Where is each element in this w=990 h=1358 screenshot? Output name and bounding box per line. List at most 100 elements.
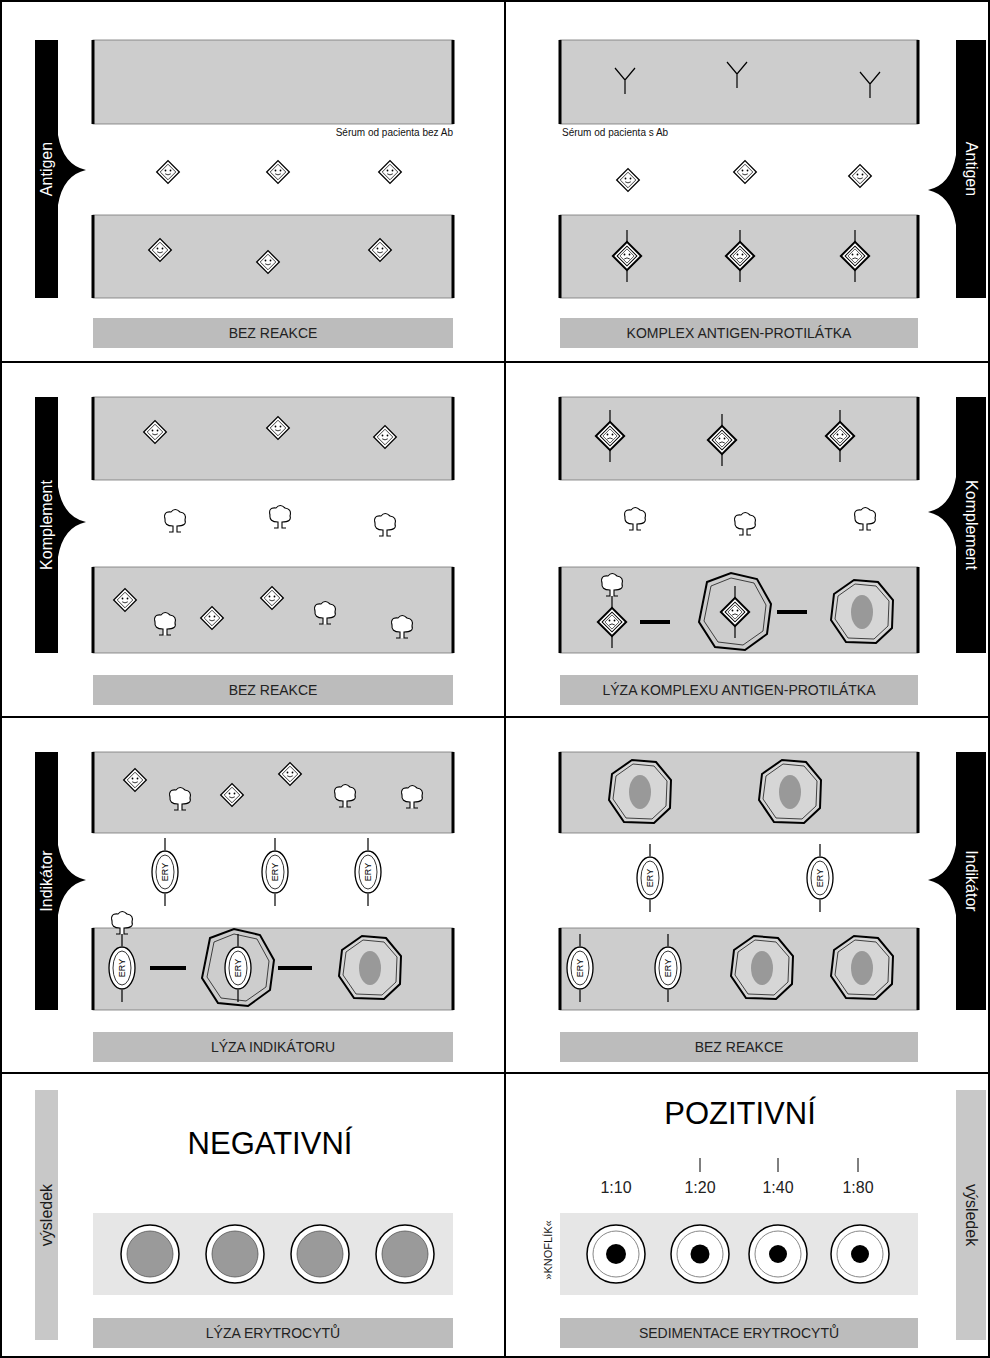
illustration-part bbox=[596, 410, 624, 462]
erythrocyte-inner bbox=[811, 861, 829, 895]
erythrocyte-membrane bbox=[567, 947, 593, 989]
erythrocyte: ERY bbox=[108, 946, 136, 990]
illustration-part bbox=[376, 1225, 434, 1283]
illustration-part bbox=[640, 612, 807, 622]
caption-bar: KOMPLEX ANTIGEN-PROTILÁTKA bbox=[560, 318, 918, 348]
illustration-part bbox=[93, 397, 453, 480]
node-text: ERY bbox=[664, 959, 673, 977]
node-text: Indikátor bbox=[39, 850, 55, 911]
dilution-label: 1:10 bbox=[600, 1180, 631, 1196]
result-heading: NEGATIVNÍ bbox=[188, 1128, 353, 1159]
node-text: KOMPLEX ANTIGEN-PROTILÁTKA bbox=[627, 326, 852, 340]
erythrocyte-membrane bbox=[225, 947, 251, 989]
illustration-part bbox=[257, 251, 280, 274]
note-label: Sérum od pacienta bez Ab bbox=[336, 128, 453, 138]
reagent-tab: Antigen bbox=[35, 40, 58, 298]
illustration-part bbox=[122, 838, 820, 1002]
illustration-part bbox=[261, 587, 284, 610]
erythrocyte-inner bbox=[113, 951, 131, 985]
node-text: ERY bbox=[646, 869, 655, 887]
illustration-part bbox=[165, 510, 186, 533]
caption-bar: LÝZA KOMPLEXU ANTIGEN-PROTILÁTKA bbox=[560, 675, 918, 705]
illustration-part bbox=[560, 567, 918, 653]
erythrocyte-inner bbox=[359, 855, 377, 889]
erythrocyte-inner bbox=[571, 951, 589, 985]
illustration-part bbox=[58, 135, 86, 205]
illustration-part bbox=[860, 72, 880, 98]
illustration-part bbox=[155, 613, 176, 636]
node-text: Komplement bbox=[39, 480, 55, 570]
erythrocyte-membrane bbox=[152, 851, 178, 893]
illustration-part bbox=[93, 752, 453, 833]
illustration-part bbox=[609, 760, 671, 823]
caption-bar: LÝZA ERYTROCYTŮ bbox=[93, 1318, 453, 1348]
illustration-part bbox=[93, 1213, 453, 1295]
illustration-part bbox=[849, 165, 872, 188]
erythrocyte: ERY bbox=[261, 850, 289, 894]
node-text: ERY bbox=[271, 863, 280, 881]
illustration-part bbox=[731, 936, 793, 999]
illustration-part bbox=[339, 936, 401, 999]
erythrocyte-inner bbox=[156, 855, 174, 889]
illustration-part bbox=[851, 1245, 869, 1263]
illustration-part bbox=[335, 785, 356, 808]
complement-row bbox=[114, 410, 893, 650]
illustration-part bbox=[602, 574, 623, 597]
dilution-label: 1:80 bbox=[842, 1180, 873, 1196]
illustration-part bbox=[560, 928, 918, 1010]
illustration-part bbox=[124, 769, 147, 792]
illustration-part bbox=[726, 230, 754, 282]
node-text: LÝZA INDIKÁTORU bbox=[211, 1040, 335, 1054]
box-edge bbox=[93, 40, 918, 1010]
node-text: ERY bbox=[118, 959, 127, 977]
erythrocyte: ERY bbox=[806, 856, 834, 900]
illustration-part bbox=[587, 1225, 645, 1283]
caption-bar: LÝZA INDIKÁTORU bbox=[93, 1032, 453, 1062]
erythrocyte-membrane bbox=[355, 851, 381, 893]
node-text: BEZ REAKCE bbox=[229, 683, 318, 697]
illustration-part bbox=[928, 845, 956, 915]
result-tab: výsledek bbox=[956, 1090, 986, 1340]
erythrocyte-inner bbox=[641, 861, 659, 895]
illustration-part bbox=[202, 929, 274, 1006]
illustration-part bbox=[928, 477, 956, 547]
node-text: ERY bbox=[161, 863, 170, 881]
illustration-part bbox=[928, 155, 956, 225]
node-text: výsledek bbox=[39, 1184, 55, 1246]
illustration-part bbox=[93, 567, 453, 653]
serum-box bbox=[93, 40, 918, 1010]
result-tab: výsledek bbox=[35, 1090, 58, 1340]
node-text: výsledek bbox=[963, 1184, 979, 1246]
illustration-part bbox=[267, 161, 290, 184]
illustration-part bbox=[93, 928, 453, 1010]
illustration-part bbox=[831, 580, 893, 643]
node-text: BEZ REAKCE bbox=[229, 326, 318, 340]
illustration-part bbox=[375, 514, 396, 537]
illustration-part bbox=[267, 417, 290, 440]
reagent-tab: Komplement bbox=[956, 397, 986, 653]
illustration-part bbox=[826, 410, 854, 462]
caption-bar: BEZ REAKCE bbox=[93, 675, 453, 705]
note-label: Sérum od pacienta s Ab bbox=[562, 128, 668, 138]
vertical-label: »KNOFLÍK« bbox=[543, 1220, 554, 1279]
node-text: ERY bbox=[576, 959, 585, 977]
illustration-part bbox=[708, 414, 736, 466]
node-text: ERY bbox=[816, 869, 825, 887]
illustration-part bbox=[392, 616, 413, 639]
illustration-part bbox=[402, 786, 423, 809]
illustration-part bbox=[831, 1225, 889, 1283]
illustration-part bbox=[221, 784, 244, 807]
illustration-part bbox=[112, 912, 133, 935]
illustration-part bbox=[315, 602, 336, 625]
illustration-part bbox=[560, 215, 918, 298]
node-text: ERY bbox=[364, 863, 373, 881]
illustration-part bbox=[734, 161, 757, 184]
erythrocyte-membrane bbox=[109, 947, 135, 989]
illustration-part bbox=[769, 1245, 787, 1263]
caption-bar: SEDIMENTACE ERYTROCYTŮ bbox=[560, 1318, 918, 1348]
node-text: SEDIMENTACE ERYTROCYTŮ bbox=[639, 1326, 839, 1340]
illustration-part bbox=[58, 487, 86, 557]
illustration-part bbox=[270, 506, 291, 529]
dilution-label: 1:40 bbox=[762, 1180, 793, 1196]
